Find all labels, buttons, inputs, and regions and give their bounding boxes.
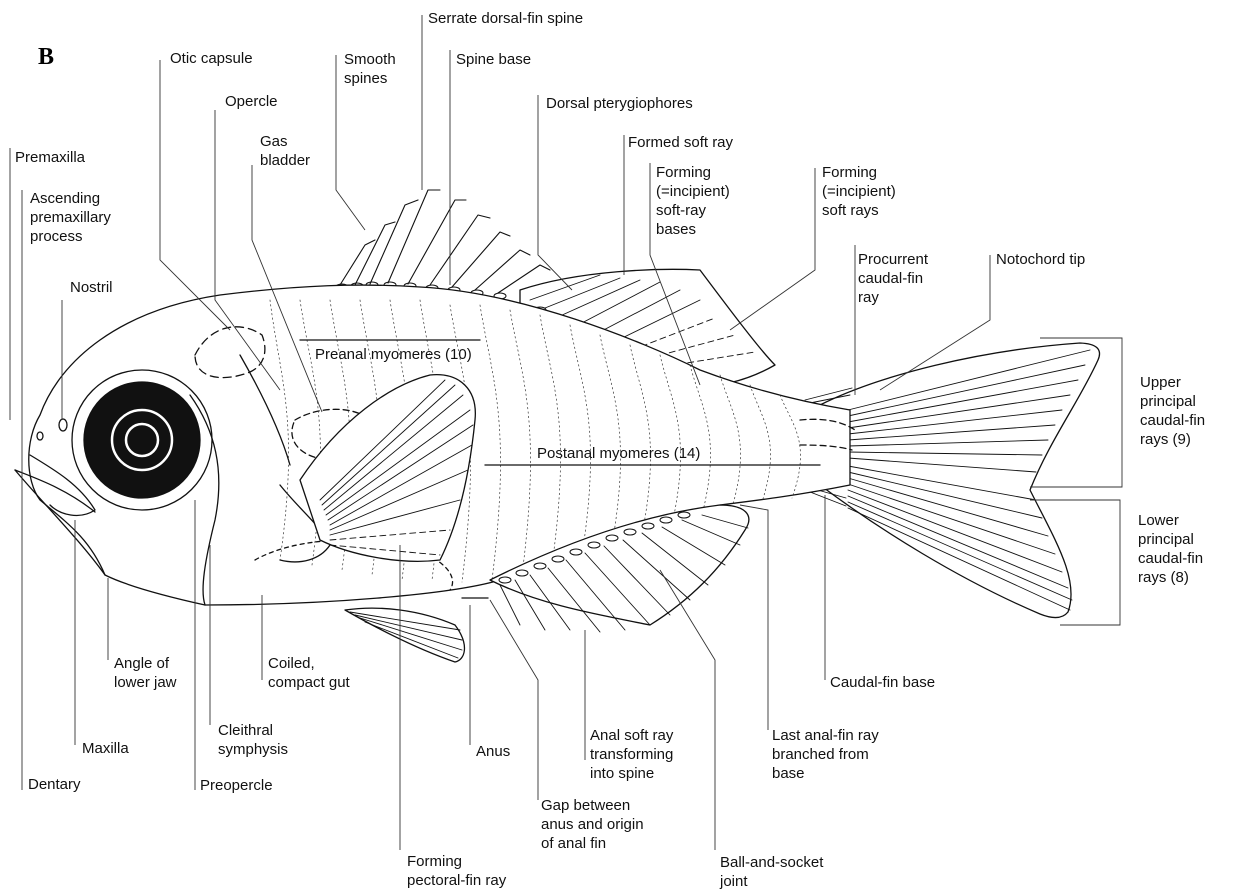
label-serrate-dorsal-fin-spine: Serrate dorsal-fin spine: [428, 9, 583, 28]
label-forming-soft-ray-bases: Forming (=incipient) soft-ray bases: [656, 163, 730, 239]
label-dentary: Dentary: [28, 775, 81, 794]
label-dorsal-pterygiophores: Dorsal pterygiophores: [546, 94, 693, 113]
label-nostril: Nostril: [70, 278, 113, 297]
label-smooth-spines: Smooth spines: [344, 50, 396, 88]
label-premaxilla: Premaxilla: [15, 148, 85, 167]
label-forming-soft-rays: Forming (=incipient) soft rays: [822, 163, 896, 220]
label-angle-of-lower-jaw: Angle of lower jaw: [114, 654, 177, 692]
label-formed-soft-ray: Formed soft ray: [628, 133, 733, 152]
panel-letter: B: [38, 44, 54, 71]
label-last-anal-fin-ray: Last anal-fin ray branched from base: [772, 726, 879, 783]
label-forming-pectoral-fin-ray: Forming pectoral-fin ray: [407, 852, 506, 890]
label-lower-principal-caudal-fin-rays: Lower principal caudal-fin rays (8): [1138, 511, 1203, 587]
label-gap-between-anus-and-anal-fin: Gap between anus and origin of anal fin: [541, 796, 644, 853]
label-coiled-compact-gut: Coiled, compact gut: [268, 654, 350, 692]
label-maxilla: Maxilla: [82, 739, 129, 758]
label-cleithral-symphysis: Cleithral symphysis: [218, 721, 288, 759]
label-anus: Anus: [476, 742, 510, 761]
label-spine-base: Spine base: [456, 50, 531, 69]
label-postanal-myomeres: Postanal myomeres (14): [537, 444, 700, 463]
caudal-fin-outline: [820, 343, 1100, 618]
label-preanal-myomeres: Preanal myomeres (10): [315, 345, 472, 364]
label-upper-principal-caudal-fin-rays: Upper principal caudal-fin rays (9): [1140, 373, 1205, 449]
label-notochord-tip: Notochord tip: [996, 250, 1085, 269]
label-gas-bladder: Gas bladder: [260, 132, 310, 170]
dorsal-spines: [340, 190, 550, 293]
label-ball-and-socket-joint: Ball-and-socket joint: [720, 853, 823, 891]
label-otic-capsule: Otic capsule: [170, 49, 253, 68]
label-ascending-premaxillary-process: Ascending premaxillary process: [30, 189, 111, 246]
label-caudal-fin-base: Caudal-fin base: [830, 673, 935, 692]
label-preopercle: Preopercle: [200, 776, 273, 795]
label-procurrent-caudal-fin-ray: Procurrent caudal-fin ray: [858, 250, 928, 307]
label-anal-soft-ray-transforming: Anal soft ray transforming into spine: [590, 726, 673, 783]
label-opercle: Opercle: [225, 92, 278, 111]
eye-iris: [84, 382, 200, 498]
